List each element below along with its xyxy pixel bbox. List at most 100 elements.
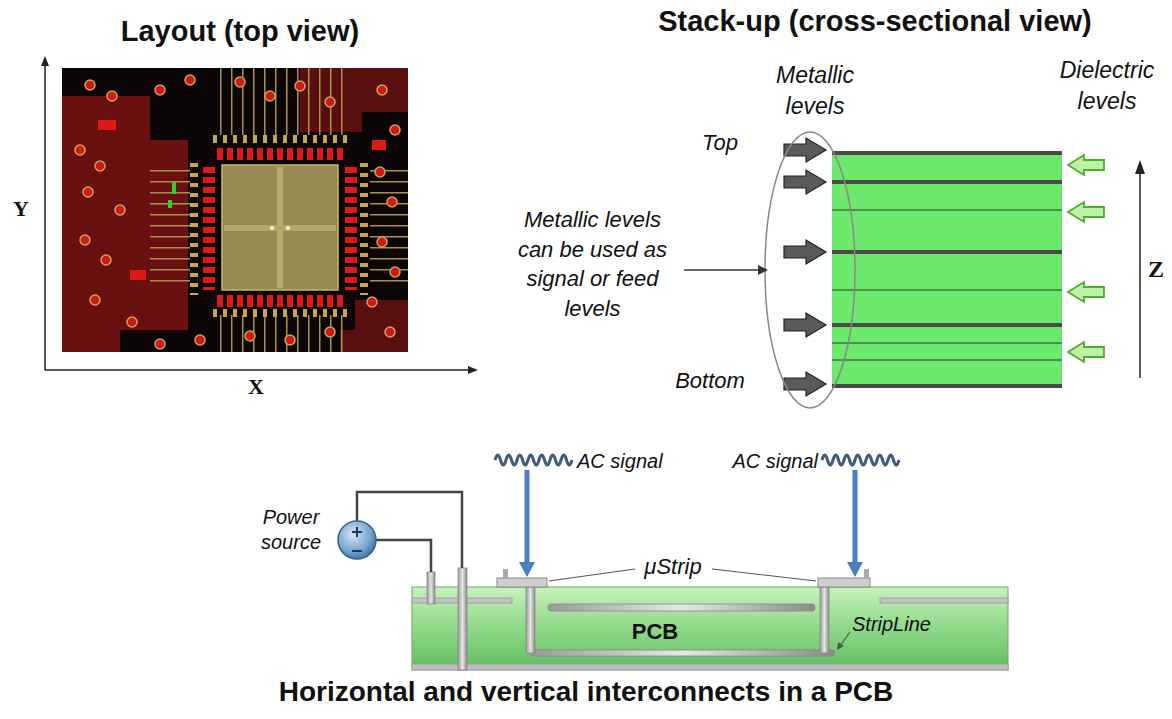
pcb-layout-image xyxy=(285,335,295,345)
layout-axes xyxy=(45,369,470,371)
view-title: Layout (top view) xyxy=(60,14,420,49)
stack-up-block xyxy=(832,151,1062,388)
pcb-layout-image xyxy=(195,335,205,345)
pcb-layout-image xyxy=(295,81,305,91)
pcb-layout-image xyxy=(345,165,357,290)
note-text: Metallic levels can be used as signal or… xyxy=(505,205,680,324)
stack-up-block xyxy=(832,209,1062,211)
pcb-layout-image xyxy=(222,165,338,290)
ac-signal-symbol xyxy=(525,470,530,564)
pcb-layout-image xyxy=(168,200,172,208)
pcb-cross-section xyxy=(427,572,435,604)
pcb-layout-image xyxy=(107,91,117,101)
pcb-layout-image xyxy=(390,267,400,277)
power-source-symbol xyxy=(352,527,362,551)
pcb-layout-image xyxy=(215,295,345,307)
pcb-layout-image xyxy=(370,165,408,290)
dielectric-arrows xyxy=(1068,155,1104,362)
z-axis xyxy=(1135,160,1145,378)
pcb-layout-image xyxy=(75,145,85,155)
stack-up-block xyxy=(832,342,1062,344)
ac-signal-symbol xyxy=(822,455,899,465)
axis-label: X xyxy=(243,374,269,400)
stack-up-block xyxy=(832,151,1062,388)
power-source-symbol xyxy=(352,550,362,552)
metal-level-arrows xyxy=(784,313,826,337)
pcb-layout-image xyxy=(360,160,368,295)
source-label: Power source xyxy=(252,505,330,555)
signal-label: AC signal xyxy=(728,449,818,473)
pcb-layout-image xyxy=(190,160,198,295)
pcb-layout-image xyxy=(375,167,385,177)
axis-label: Y xyxy=(8,196,34,222)
pcb-cross-section xyxy=(864,569,869,578)
ac-signal-symbol xyxy=(519,562,535,577)
pointer-arrow xyxy=(684,269,760,271)
pcb-cross-section xyxy=(412,664,1008,670)
pcb-cross-section xyxy=(880,598,1008,603)
pcb-layout-image xyxy=(340,300,408,352)
pcb-layout-image xyxy=(325,97,335,107)
dielectric-arrows xyxy=(1068,202,1104,222)
layout-axes xyxy=(44,64,46,370)
power-source-symbol xyxy=(352,531,362,533)
pcb-layout-image xyxy=(150,165,190,290)
pcb-layout-image xyxy=(215,148,345,160)
pcb-layout-image xyxy=(387,197,397,207)
pcb-cross-section xyxy=(530,650,835,656)
stack-up-block xyxy=(832,180,1062,184)
pcb-layout-image xyxy=(130,270,146,280)
pcb-layout-image xyxy=(286,226,290,230)
layer-label: Top xyxy=(690,130,750,156)
pcb-layout-image xyxy=(325,327,335,337)
z-axis xyxy=(1139,172,1141,378)
pcb-layout-image xyxy=(210,135,350,143)
leader-line xyxy=(549,569,635,581)
part-label: StripLine xyxy=(852,612,952,636)
pcb-layout-image xyxy=(155,339,165,349)
pcb-layout-image xyxy=(90,295,100,305)
layout-axes xyxy=(41,56,49,66)
level-label: Dielectric levels xyxy=(1050,55,1164,117)
metal-level-arrows xyxy=(784,240,826,264)
pcb-cross-section xyxy=(412,568,1008,670)
pcb-layout-image xyxy=(245,331,255,341)
dielectric-arrows xyxy=(1068,282,1104,302)
pcb-layout-image xyxy=(203,165,215,290)
pcb-layout-image xyxy=(385,327,395,337)
layer-label: Bottom xyxy=(665,368,755,394)
layout-axes xyxy=(468,366,478,374)
ac-signal-symbol xyxy=(847,562,863,577)
pcb-layout-image xyxy=(270,226,274,230)
pcb-layout-image xyxy=(265,91,275,101)
power-source-symbol xyxy=(376,540,431,572)
pcb-layout-image xyxy=(224,225,336,231)
grouping-ellipse xyxy=(765,132,855,408)
stack-up-block xyxy=(832,151,1062,155)
pcb-layout-image xyxy=(98,120,116,130)
pcb-cross-section xyxy=(503,569,508,578)
pcb-cross-section xyxy=(412,587,1008,670)
pcb-layout-image xyxy=(215,315,345,352)
pcb-cross-section xyxy=(526,587,535,653)
leader-line xyxy=(840,632,850,646)
leader-line xyxy=(712,569,816,581)
pointer-arrow xyxy=(684,265,768,275)
layout-axes xyxy=(41,56,478,374)
pcb-layout-image xyxy=(80,235,90,245)
z-axis xyxy=(1135,160,1145,174)
stack-up-block xyxy=(832,250,1062,254)
pcb-layout-image xyxy=(210,309,350,317)
pcb-layout-image xyxy=(185,75,195,85)
pcb-layout-image xyxy=(155,85,165,95)
figure-caption: Horizontal and vertical interconnects in… xyxy=(0,675,1172,709)
dielectric-arrows xyxy=(1068,155,1104,175)
metal-level-arrows xyxy=(784,372,826,396)
leader-line xyxy=(549,569,850,650)
pcb-layout-image xyxy=(172,182,176,194)
metal-level-arrows xyxy=(784,138,826,396)
pcb-slab: PCB xyxy=(412,587,1008,670)
metal-level-arrows xyxy=(784,138,826,162)
pcb-layout-image xyxy=(215,68,345,135)
